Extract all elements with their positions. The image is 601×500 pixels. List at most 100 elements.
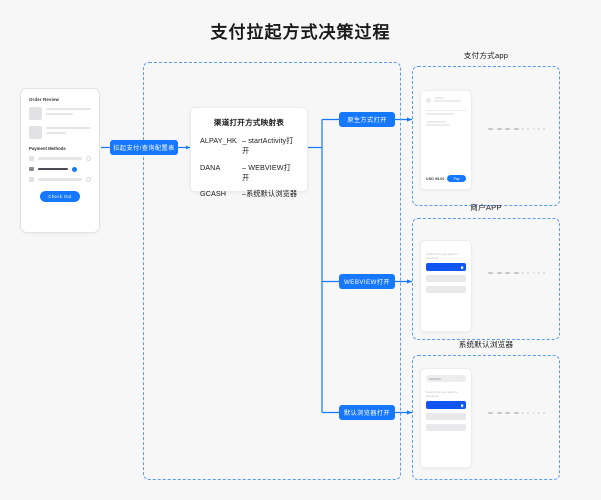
method-logo-icon [29, 177, 34, 182]
trail-dot [527, 272, 530, 274]
payment-app-region [412, 66, 560, 206]
section-caption-payment-app: 支付方式app [463, 51, 509, 60]
checkout-field-caption: Select how you want to checkout [426, 390, 458, 398]
method-name-placeholder [37, 157, 82, 160]
order-item-row [29, 107, 91, 120]
payment-method-option[interactable] [29, 177, 91, 182]
branch-pill-native[interactable]: 原生方式打开 [339, 112, 395, 127]
product-text-lines [46, 126, 91, 137]
placeholder-line [434, 97, 444, 99]
page-title: 支付拉起方式决策过程 [210, 23, 391, 42]
entry-action-pill[interactable]: 拉起支付/查询配置表 [110, 140, 178, 155]
checkout-card[interactable]: Order Review Payment Methods [20, 88, 100, 233]
trail-dot [537, 128, 540, 130]
radio-icon[interactable] [86, 177, 91, 182]
cursor-icon [461, 265, 464, 270]
pay-button[interactable]: Pay [447, 175, 466, 182]
open-mode: – WEBVIEW打开 [242, 162, 291, 182]
phone-screen: USD 99.00 Pay [421, 91, 471, 189]
placeholder-line [426, 112, 454, 115]
payment-method-option[interactable] [29, 156, 91, 161]
checkout-field-caption: Select how you want to checkout [426, 252, 458, 260]
payment-methods-label: Payment Methods [29, 146, 66, 151]
placeholder-line [434, 100, 462, 102]
trail-dot [537, 272, 540, 274]
phone-mockup-payment-app: USD 99.00 Pay [420, 90, 472, 190]
trail-dot [537, 412, 540, 414]
secondary-option[interactable] [426, 286, 466, 293]
progress-trail-merchant-app [488, 272, 545, 274]
trail-segment [505, 128, 510, 130]
mapping-table-title: 渠道打开方式映射表 [213, 118, 285, 127]
order-item-row [29, 126, 91, 139]
pay-footer: USD 99.00 Pay [426, 175, 466, 182]
trail-dot [543, 412, 545, 414]
merchant-app-region [412, 218, 560, 340]
trail-dot [522, 272, 524, 274]
trail-segment [488, 128, 493, 130]
product-thumbnail [29, 107, 42, 120]
section-caption-system-browser: 系统默认浏览器 [458, 340, 514, 349]
order-amount: USD 99.00 [426, 176, 445, 181]
primary-cta-button[interactable] [426, 263, 466, 271]
trail-dot [543, 128, 545, 130]
open-mode: –系统默认浏览器 [242, 189, 298, 198]
secondary-option[interactable] [426, 413, 466, 420]
trail-segment [496, 128, 502, 130]
section-caption-merchant-app: 商户APP [470, 203, 502, 212]
phone-screen: Select how you want to checkout [421, 241, 471, 331]
trail-dot [522, 412, 524, 414]
trail-dot [527, 128, 530, 130]
payment-method-option-selected[interactable] [29, 166, 91, 172]
product-text-lines [46, 107, 91, 118]
primary-cta-button[interactable] [426, 401, 466, 409]
placeholder-line [426, 109, 466, 112]
merchant-avatar-icon [426, 97, 431, 103]
trail-dot [532, 412, 535, 414]
method-logo-icon [29, 166, 34, 172]
url-text-placeholder [429, 377, 441, 380]
browser-address-bar[interactable]: ⋯ [426, 375, 466, 382]
channel-name: DANA [200, 162, 221, 172]
browser-menu-icon[interactable]: ⋯ [459, 375, 463, 380]
phone-screen: ⋯ Select how you want to checkout [421, 369, 471, 467]
open-mode: – startActivity打开 [242, 136, 294, 155]
phone-mockup-merchant-app: Select how you want to checkout [420, 240, 472, 332]
placeholder-line [426, 121, 446, 123]
trail-segment [513, 412, 519, 414]
product-thumbnail [29, 126, 42, 139]
merchant-header [426, 97, 466, 104]
branch-pill-browser[interactable]: 默认浏览器打开 [339, 405, 395, 420]
trail-segment [505, 412, 510, 414]
placeholder-line [46, 131, 67, 135]
method-logo-icon [29, 156, 34, 161]
merchant-title-lines [434, 97, 466, 104]
trail-dot [522, 128, 524, 130]
order-review-label: Order Review [29, 97, 60, 102]
secondary-option[interactable] [426, 424, 466, 431]
placeholder-line [46, 112, 73, 116]
branch-pill-webview[interactable]: WEBVIEW打开 [339, 274, 395, 289]
radio-icon[interactable] [86, 156, 91, 161]
check-out-button[interactable]: Check Out [40, 191, 80, 202]
trail-dot [532, 272, 535, 274]
table-row: ALPAY_HK – startActivity打开 [200, 136, 298, 156]
placeholder-line [46, 127, 91, 130]
trail-segment [488, 412, 493, 414]
cursor-icon [461, 403, 464, 408]
channel-name: GCASH [200, 189, 227, 198]
trail-segment [496, 272, 502, 274]
trail-dot [527, 412, 530, 414]
table-row: GCASH –系统默认浏览器 [200, 189, 298, 199]
trail-segment [505, 272, 510, 274]
phone-mockup-system-browser: ⋯ Select how you want to checkout [420, 368, 472, 468]
trail-segment [513, 128, 519, 130]
secondary-option[interactable] [426, 275, 466, 282]
system-browser-region [412, 355, 560, 480]
progress-trail-system-browser [488, 412, 545, 414]
radio-selected-icon[interactable] [71, 166, 77, 172]
trail-segment [513, 272, 519, 274]
progress-trail-payment-app [488, 128, 545, 130]
